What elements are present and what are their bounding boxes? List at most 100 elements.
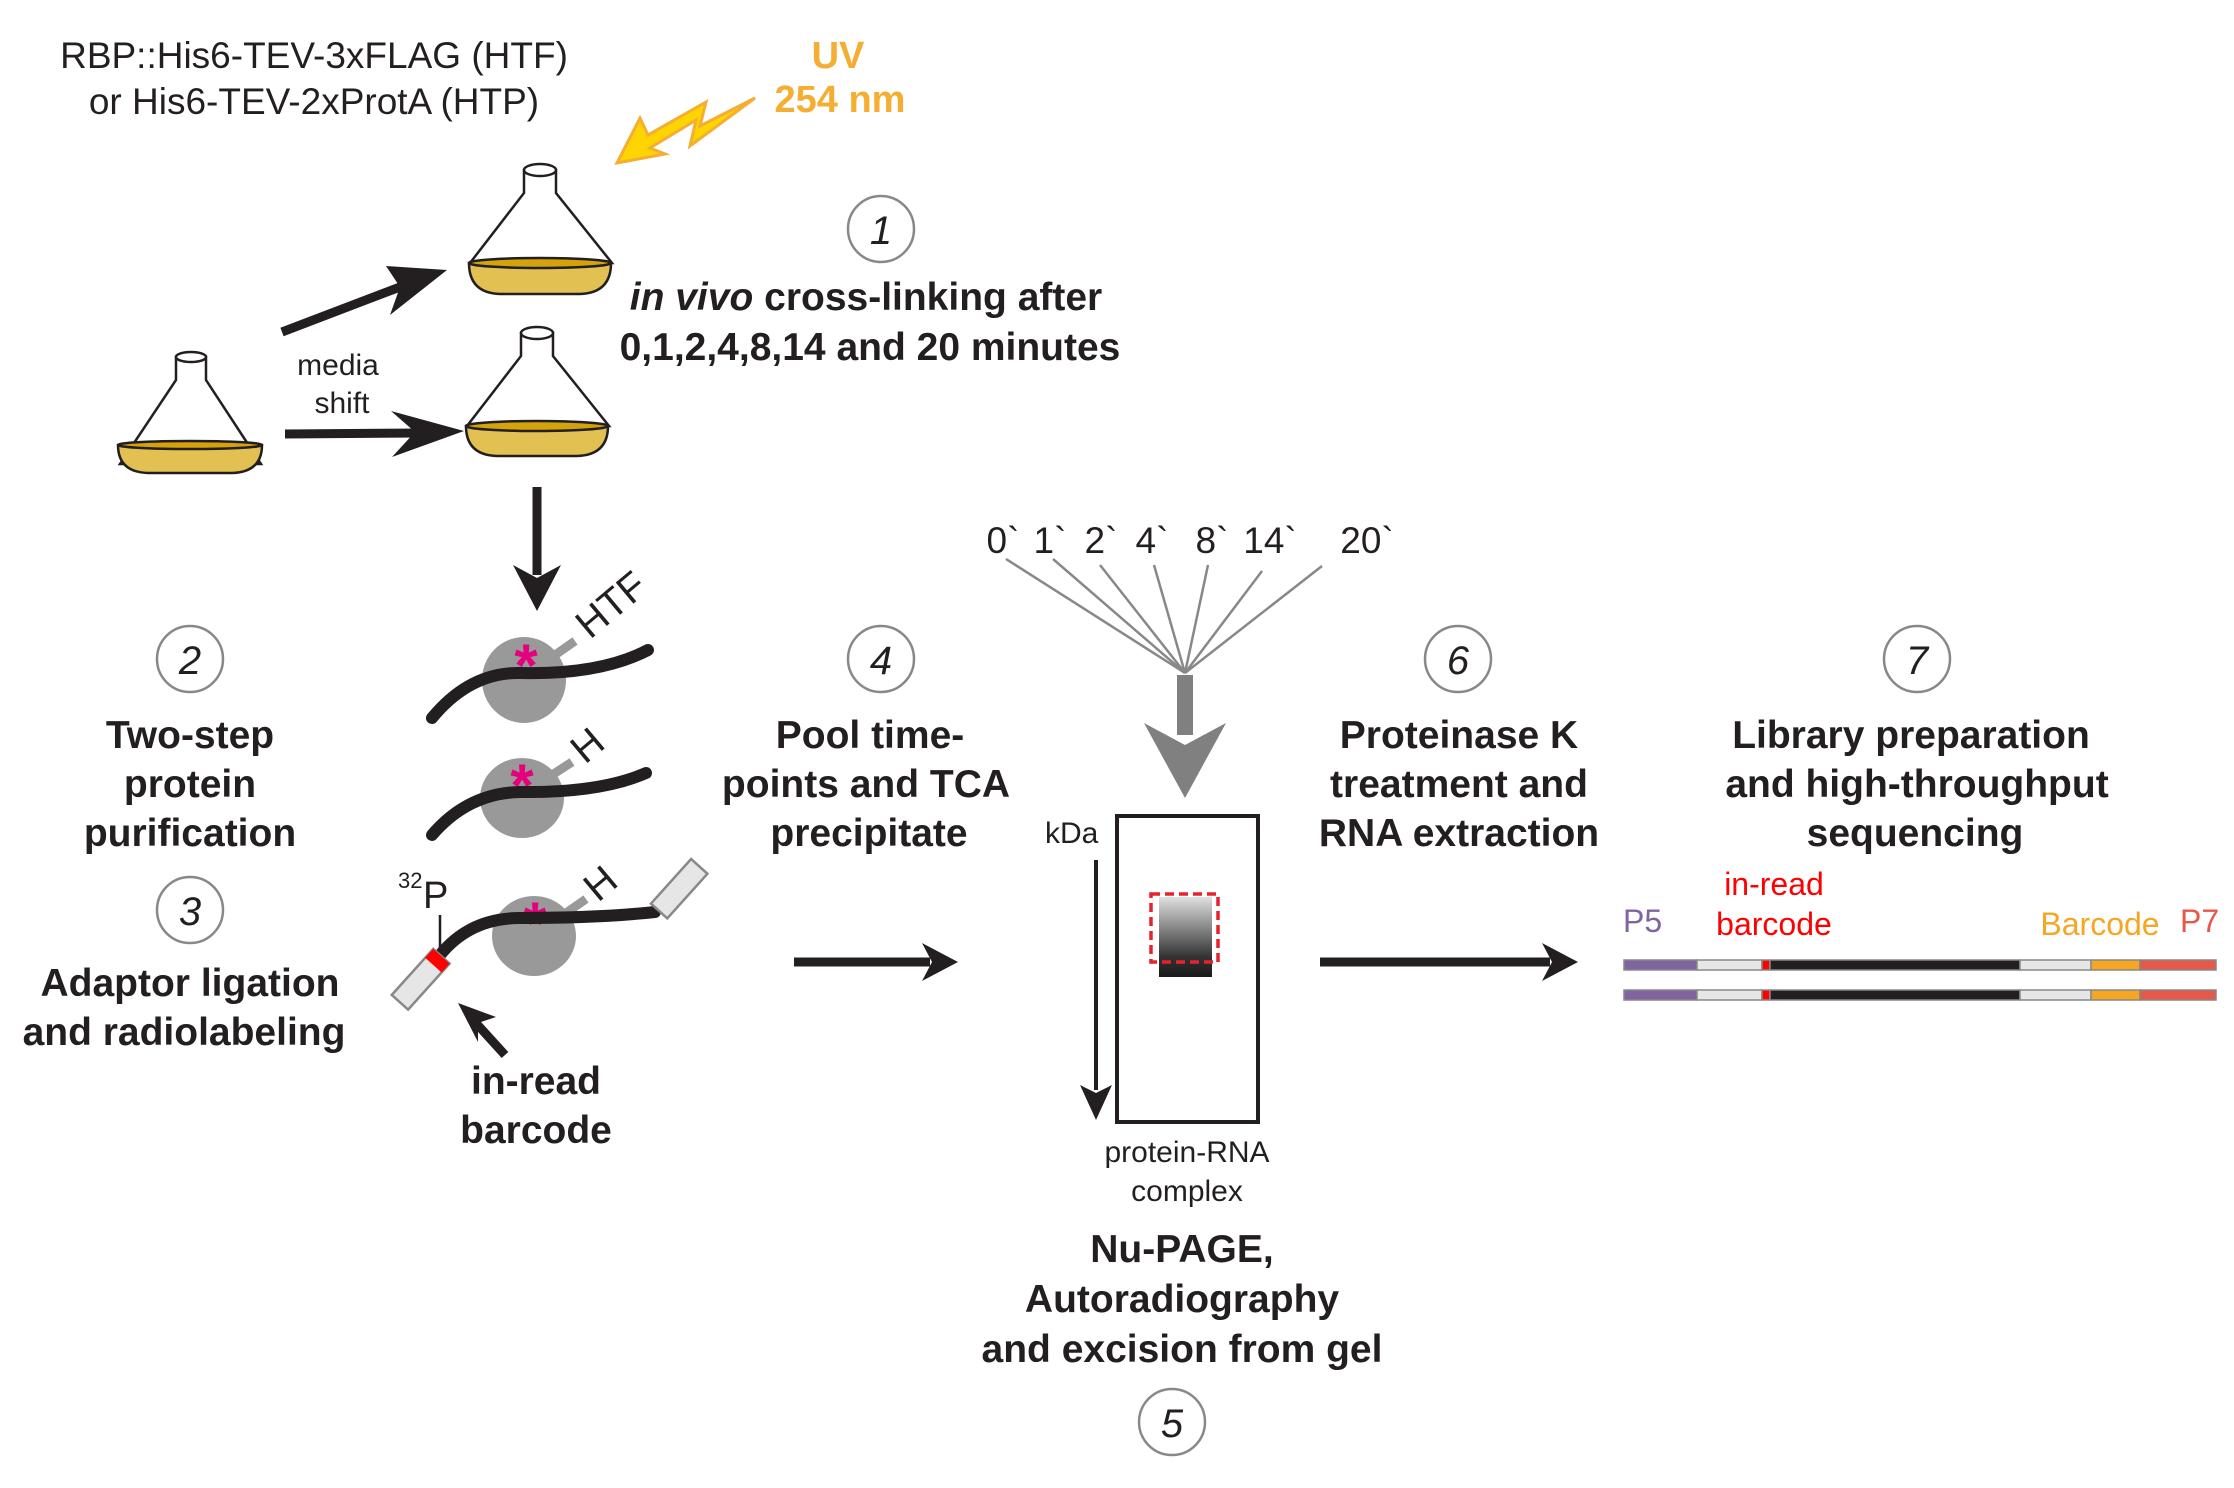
step-1-rest: cross-linking after xyxy=(753,276,1102,319)
gel-band xyxy=(1159,897,1212,977)
adaptor-5prime xyxy=(389,947,452,1012)
step-7-number: 7 xyxy=(1906,639,1930,683)
inread-barcode-segment xyxy=(1761,959,1771,971)
p7-segment xyxy=(2139,989,2217,1001)
step-1-badge xyxy=(846,194,916,264)
barcode-segment xyxy=(2090,989,2141,1001)
step-6-number: 6 xyxy=(1447,639,1470,683)
step-5-title-line2: Autoradiography xyxy=(1025,1278,1339,1321)
excision-box xyxy=(1149,892,1220,964)
step-3-badge xyxy=(155,875,225,945)
timepoint-line xyxy=(1005,557,1186,675)
timepoint-label: 14` xyxy=(1243,520,1296,561)
step-2-number: 2 xyxy=(178,639,201,683)
timepoint-label: 4` xyxy=(1136,520,1169,561)
step-5-title-line1: Nu-PAGE, xyxy=(1090,1228,1273,1271)
inread-barcode-label-line1: in-read xyxy=(471,1060,601,1103)
construct-label-line1: RBP::His6-TEV-3xFLAG (HTF) xyxy=(60,35,568,76)
library-p7-label: P7 xyxy=(2180,903,2219,939)
media-shift-label-line2: shift xyxy=(314,387,370,420)
step-2-title-line3: purification xyxy=(84,812,296,855)
step-7-badge xyxy=(1882,624,1952,694)
timepoint-label: 1` xyxy=(1034,520,1067,561)
step-2-badge xyxy=(155,624,225,694)
adaptor-segment xyxy=(2019,959,2092,971)
step-6-badge xyxy=(1423,624,1493,694)
timepoint-line xyxy=(1184,565,1323,674)
gel-caption-line2: complex xyxy=(1131,1175,1243,1208)
inread-barcode-label-line2: barcode xyxy=(460,1109,612,1152)
pooling-arrow xyxy=(1144,675,1226,798)
construct-label-line2: or His6-TEV-2xProtA (HTP) xyxy=(89,81,539,122)
step-3-number: 3 xyxy=(179,890,201,934)
step-6-title-line1: Proteinase K xyxy=(1340,714,1578,757)
library-p5-label: P5 xyxy=(1623,903,1662,939)
insert-segment xyxy=(1769,959,2021,971)
flask-icon-uv xyxy=(467,162,615,296)
gel-kda-label: kDa xyxy=(1045,817,1099,850)
step-1-title-line2: 0,1,2,4,8,14 and 20 minutes xyxy=(620,326,1121,369)
p5-segment xyxy=(1623,959,1698,971)
arrow-to-uv-flask xyxy=(280,266,447,337)
media-shift-label-line1: media xyxy=(297,349,379,382)
library-inread-label-line2: barcode xyxy=(1716,906,1832,942)
step-1-number: 1 xyxy=(870,209,892,253)
step-7-title-line3: sequencing xyxy=(1807,812,2024,855)
arrow-to-inread-barcode xyxy=(471,1018,509,1059)
step-6-title-line3: RNA extraction xyxy=(1319,812,1599,855)
arrow-head xyxy=(458,1003,496,1042)
step-4-title-line3: precipitate xyxy=(770,812,967,855)
isotope-label: P xyxy=(423,875,448,917)
crosslink-asterisk-icon: * xyxy=(510,752,534,819)
step-6-title-line2: treatment and xyxy=(1330,763,1588,806)
step-7-title-line2: and high-throughput xyxy=(1725,763,2108,806)
step-5-badge xyxy=(1137,1387,1207,1457)
flask-icon-shift xyxy=(464,325,612,458)
library-inread-label-line1: in-read xyxy=(1724,866,1824,902)
library-read-1 xyxy=(1623,959,2217,971)
library-read-2 xyxy=(1623,989,2217,1001)
step-7-title-line1: Library preparation xyxy=(1732,714,2090,757)
timepoint-label: 0` xyxy=(987,520,1020,561)
gel-migration-arrow xyxy=(1080,860,1112,1120)
step-4-title-line1: Pool time- xyxy=(776,714,965,757)
timepoint-fan: 0` 1` 2` 4` 8` 14` 20` xyxy=(987,520,1394,675)
rna-strand xyxy=(426,644,654,724)
insert-segment xyxy=(1769,989,2021,1001)
timepoint-label: 2` xyxy=(1085,520,1118,561)
step-4-title-line2: points and TCA xyxy=(722,763,1010,806)
step-4-number: 4 xyxy=(870,639,892,683)
protein-rna-complex-h: H * xyxy=(426,720,652,841)
library-reads xyxy=(1623,959,2217,1001)
timepoint-label: 8` xyxy=(1196,520,1229,561)
adaptor-segment xyxy=(1696,959,1763,971)
isotope-superscript: 32 xyxy=(398,868,422,893)
barcode-segment xyxy=(2090,959,2141,971)
timepoint-line xyxy=(1099,564,1186,674)
flask-icon-start xyxy=(116,350,264,475)
protein-blob xyxy=(482,637,566,723)
library-barcode-label: Barcode xyxy=(2040,906,2159,942)
p7-segment xyxy=(2139,959,2217,971)
timepoint-line xyxy=(1152,564,1187,674)
adaptor-segment xyxy=(1696,989,1763,1001)
lightning-bolt-icon xyxy=(614,96,756,166)
arrow-to-shift-flask xyxy=(284,411,464,457)
rna-strand xyxy=(426,767,652,841)
step-3-title-line2: and radiolabeling xyxy=(23,1011,346,1054)
step-5-title-line3: and excision from gel xyxy=(982,1328,1383,1371)
timepoint-line xyxy=(1183,564,1210,674)
rna-strand xyxy=(434,906,661,961)
step-4-badge xyxy=(846,624,916,694)
p5-segment xyxy=(1623,989,1698,1001)
uv-wavelength-label: 254 nm xyxy=(775,79,906,121)
arrow-to-gel xyxy=(794,943,958,981)
step-5-number: 5 xyxy=(1161,1402,1184,1446)
arrow-down-to-complexes xyxy=(513,487,561,611)
step-1-title-line1: in vivo cross-linking after xyxy=(630,276,1102,319)
step-2-title-line1: Two-step xyxy=(106,714,274,757)
timepoint-label: 20` xyxy=(1340,520,1393,561)
crosslink-asterisk-icon: * xyxy=(514,632,538,699)
timepoint-line xyxy=(1052,558,1186,674)
